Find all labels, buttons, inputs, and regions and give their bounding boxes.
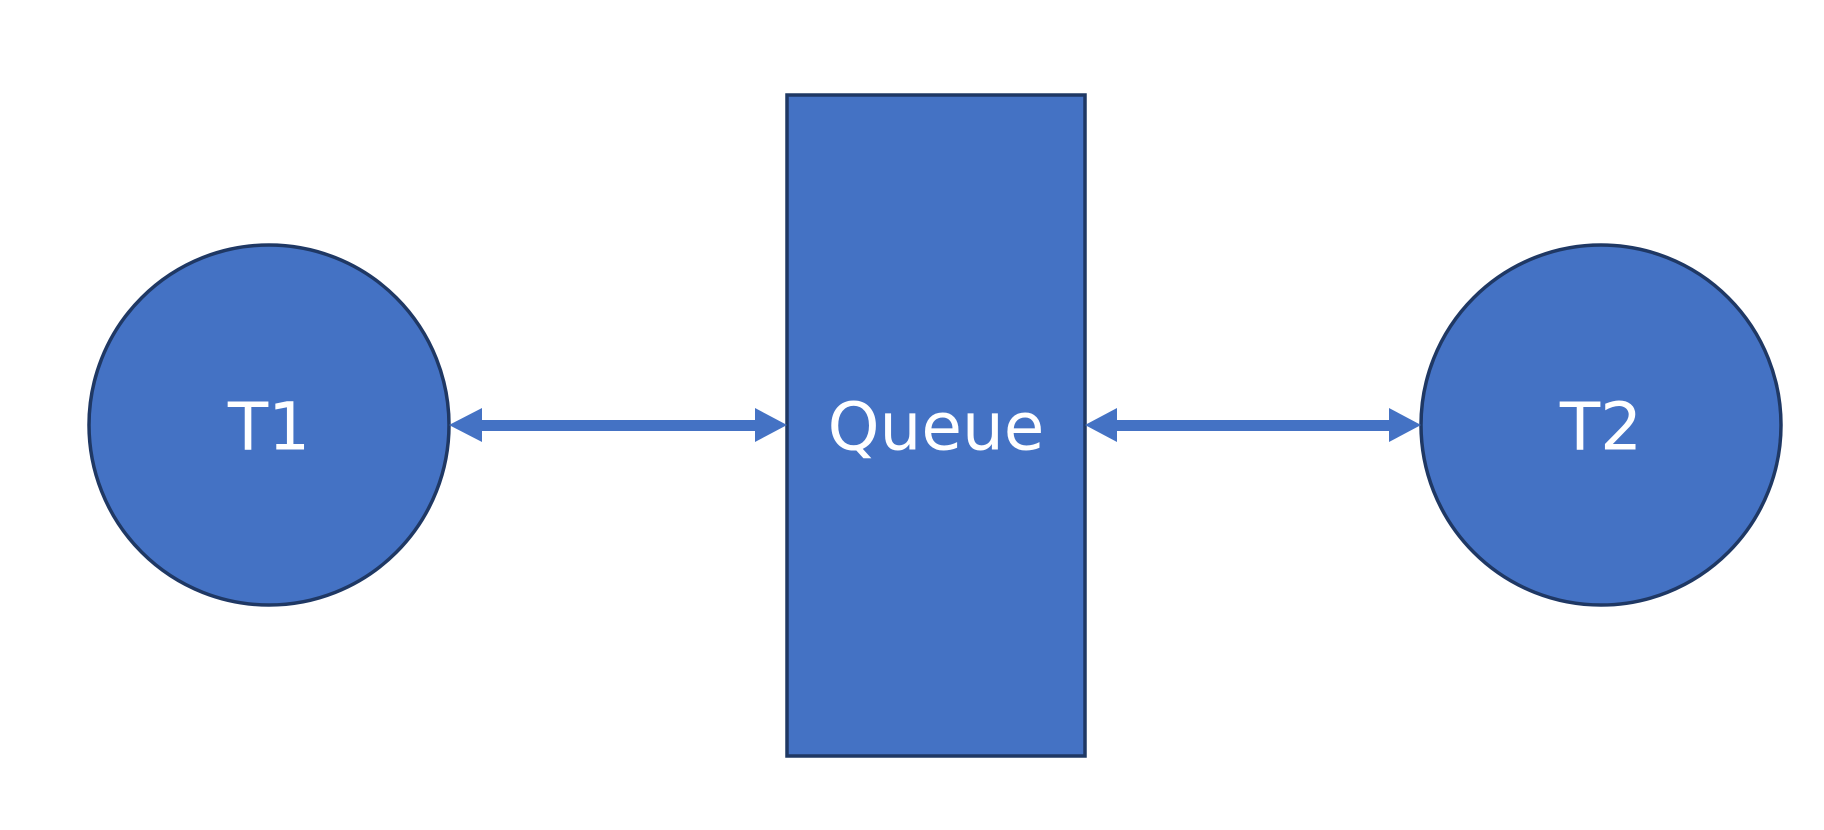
node-t1: T1: [87, 243, 451, 607]
node-t1-label: T1: [227, 389, 310, 466]
edge-queue-t2-arrowhead-left: [1085, 408, 1117, 442]
node-queue: Queue: [785, 93, 1087, 758]
edge-t1-queue: [449, 408, 787, 442]
node-t2-label: T2: [1559, 389, 1642, 466]
edge-queue-t2-arrowhead-right: [1389, 408, 1421, 442]
node-queue-rect: [785, 93, 1087, 758]
edge-t1-queue-arrowhead-left: [449, 408, 482, 442]
node-queue-label: Queue: [828, 389, 1045, 466]
edge-queue-t2-shaft: [1115, 420, 1391, 431]
edge-t1-queue-shaft: [480, 420, 758, 431]
edge-queue-t2: [1085, 408, 1421, 442]
edge-t1-queue-arrowhead-right: [755, 408, 787, 442]
node-t2: T2: [1419, 243, 1783, 607]
